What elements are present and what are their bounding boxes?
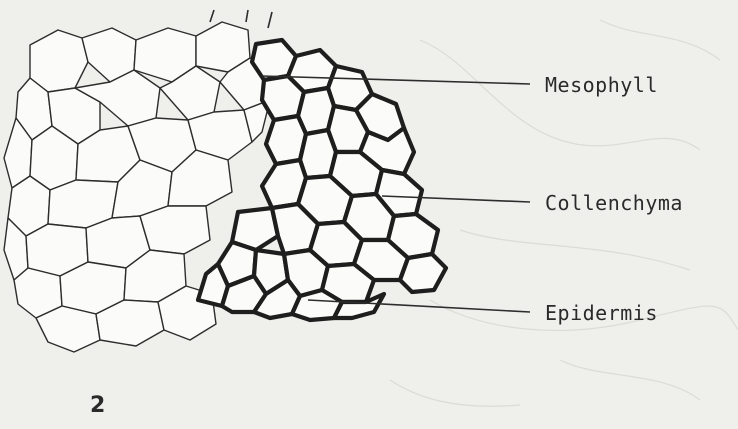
figure-number: 2 <box>90 393 105 418</box>
collenchyma-label: Collenchyma <box>545 191 683 215</box>
epidermis-label: Epidermis <box>545 301 658 325</box>
mesophyll-label: Mesophyll <box>545 73 658 97</box>
